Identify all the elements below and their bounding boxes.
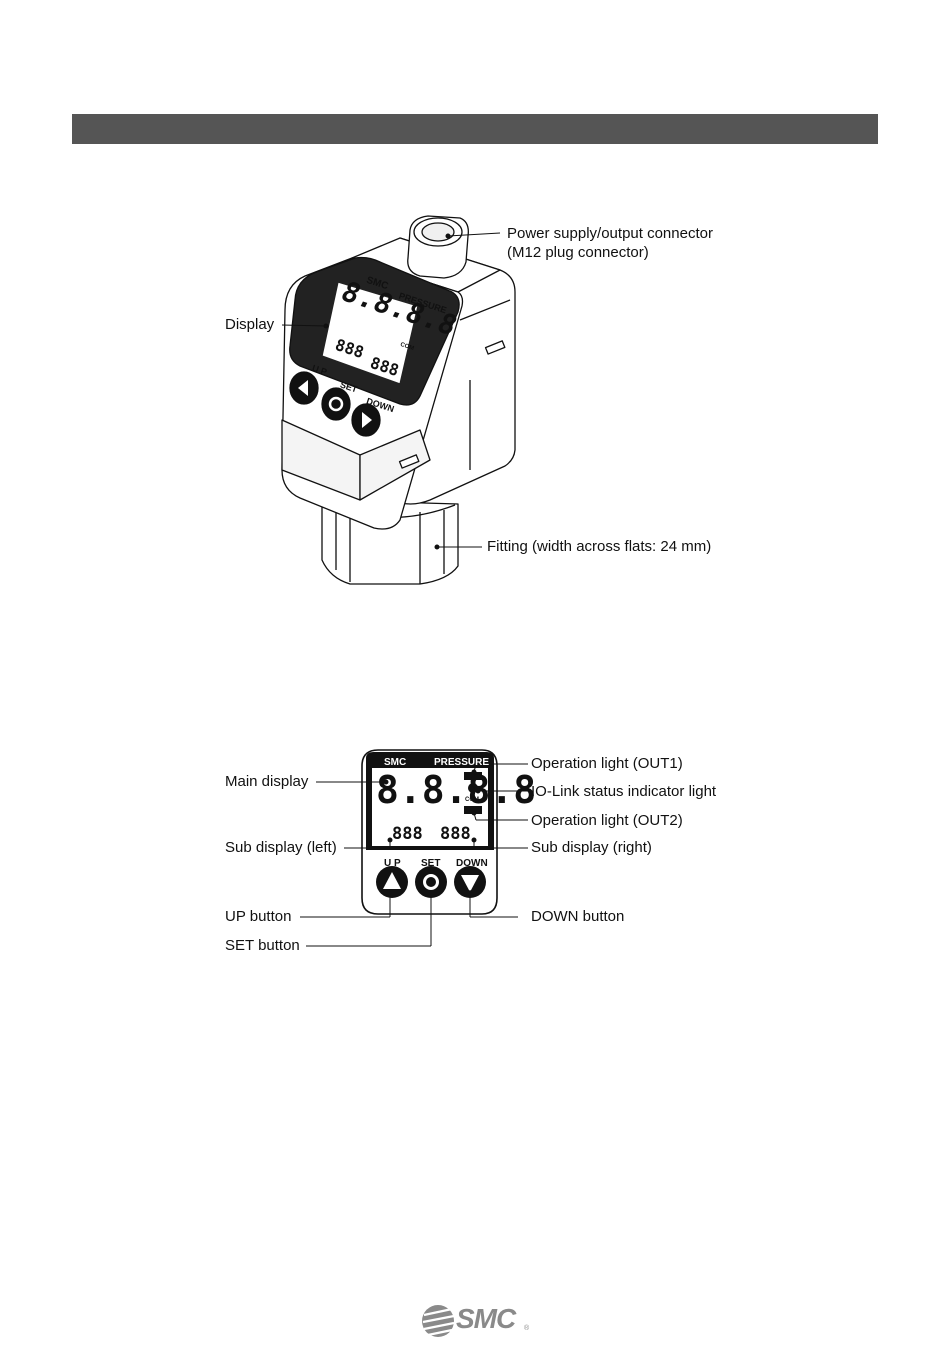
panel-sub-right-digits: 888 — [440, 824, 471, 844]
label-fitting: Fitting (width across flats: 24 mm) — [487, 538, 712, 555]
panel-set-label: SET — [421, 858, 441, 869]
label-up-button: UP button — [225, 908, 292, 925]
label-connector-line2: (M12 plug connector) — [507, 244, 649, 261]
smc-globe-icon — [422, 1305, 455, 1337]
panel-com-label: COM — [465, 797, 479, 803]
label-sub-display-left: Sub display (left) — [225, 839, 337, 856]
panel-sub-left-digits: 888 — [392, 824, 423, 844]
footer-logo-text: SMC — [456, 1303, 516, 1334]
label-connector-line1: Power supply/output connector — [507, 225, 713, 242]
label-down-button: DOWN button — [531, 908, 625, 925]
section-header-bar — [72, 114, 878, 144]
label-display: Display — [225, 316, 275, 333]
label-set-button: SET button — [225, 937, 300, 954]
panel-main-digits: 8.8.8.8 — [376, 768, 537, 812]
label-operation-light-out2: Operation light (OUT2) — [531, 812, 683, 829]
panel-pressure-label: PRESSURE — [434, 757, 490, 768]
panel-up-label: U P — [384, 858, 401, 869]
label-main-display: Main display — [225, 773, 309, 790]
panel-down-label: DOWN — [456, 858, 488, 869]
panel-brand-label: SMC — [384, 757, 407, 768]
label-operation-light-out1: Operation light (OUT1) — [531, 755, 683, 772]
label-iolink-status: IO-Link status indicator light — [531, 783, 717, 800]
footer-registered-mark: ® — [524, 1325, 530, 1332]
footer-smc-logo: SMC ® — [420, 1301, 532, 1343]
label-sub-display-right: Sub display (right) — [531, 839, 652, 856]
